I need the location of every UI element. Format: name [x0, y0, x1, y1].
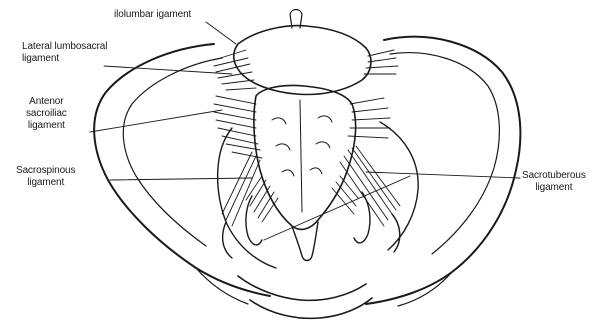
sacral-midline	[300, 100, 302, 212]
sacral-foramina	[272, 116, 332, 176]
label-lateral-lumbosacral-ligament: Lateral lumbosacral ligament	[22, 41, 107, 65]
leader-lateral-lumbosacral	[104, 66, 232, 74]
leader-sacrotuberous	[366, 172, 520, 178]
label-sacrotuberous-ligament: Sacrotuberous ligament	[522, 170, 586, 194]
right-iliac-crest	[366, 37, 520, 304]
anterior-sacroiliac-ligament-fibers	[214, 96, 390, 158]
pubic-symphysis	[238, 276, 372, 318]
right-iliac-inner-contour	[390, 53, 499, 254]
leader-anterior-sacroiliac	[90, 110, 222, 132]
label-iliolumbar-ligament: ilolumbar igament	[114, 9, 191, 21]
right-ischial-tuberosity	[392, 214, 400, 252]
sacrum	[254, 85, 356, 229]
left-iliac-inner-contour	[123, 58, 222, 246]
label-anterior-sacroiliac-ligament: Antenor sacroiliac ligament	[26, 96, 67, 132]
sacrotuberous-ligament-fibers	[222, 146, 400, 226]
left-ischial-tuberosity	[223, 222, 232, 258]
label-sacrospinous-ligament: Sacrospinous ligament	[16, 165, 75, 189]
leader-iliolumbar	[206, 22, 236, 44]
lumbar-vertebra	[234, 26, 371, 95]
leader-lines	[90, 22, 520, 240]
pelvic-brim	[218, 122, 419, 268]
leader-sacrospinous	[110, 178, 252, 180]
